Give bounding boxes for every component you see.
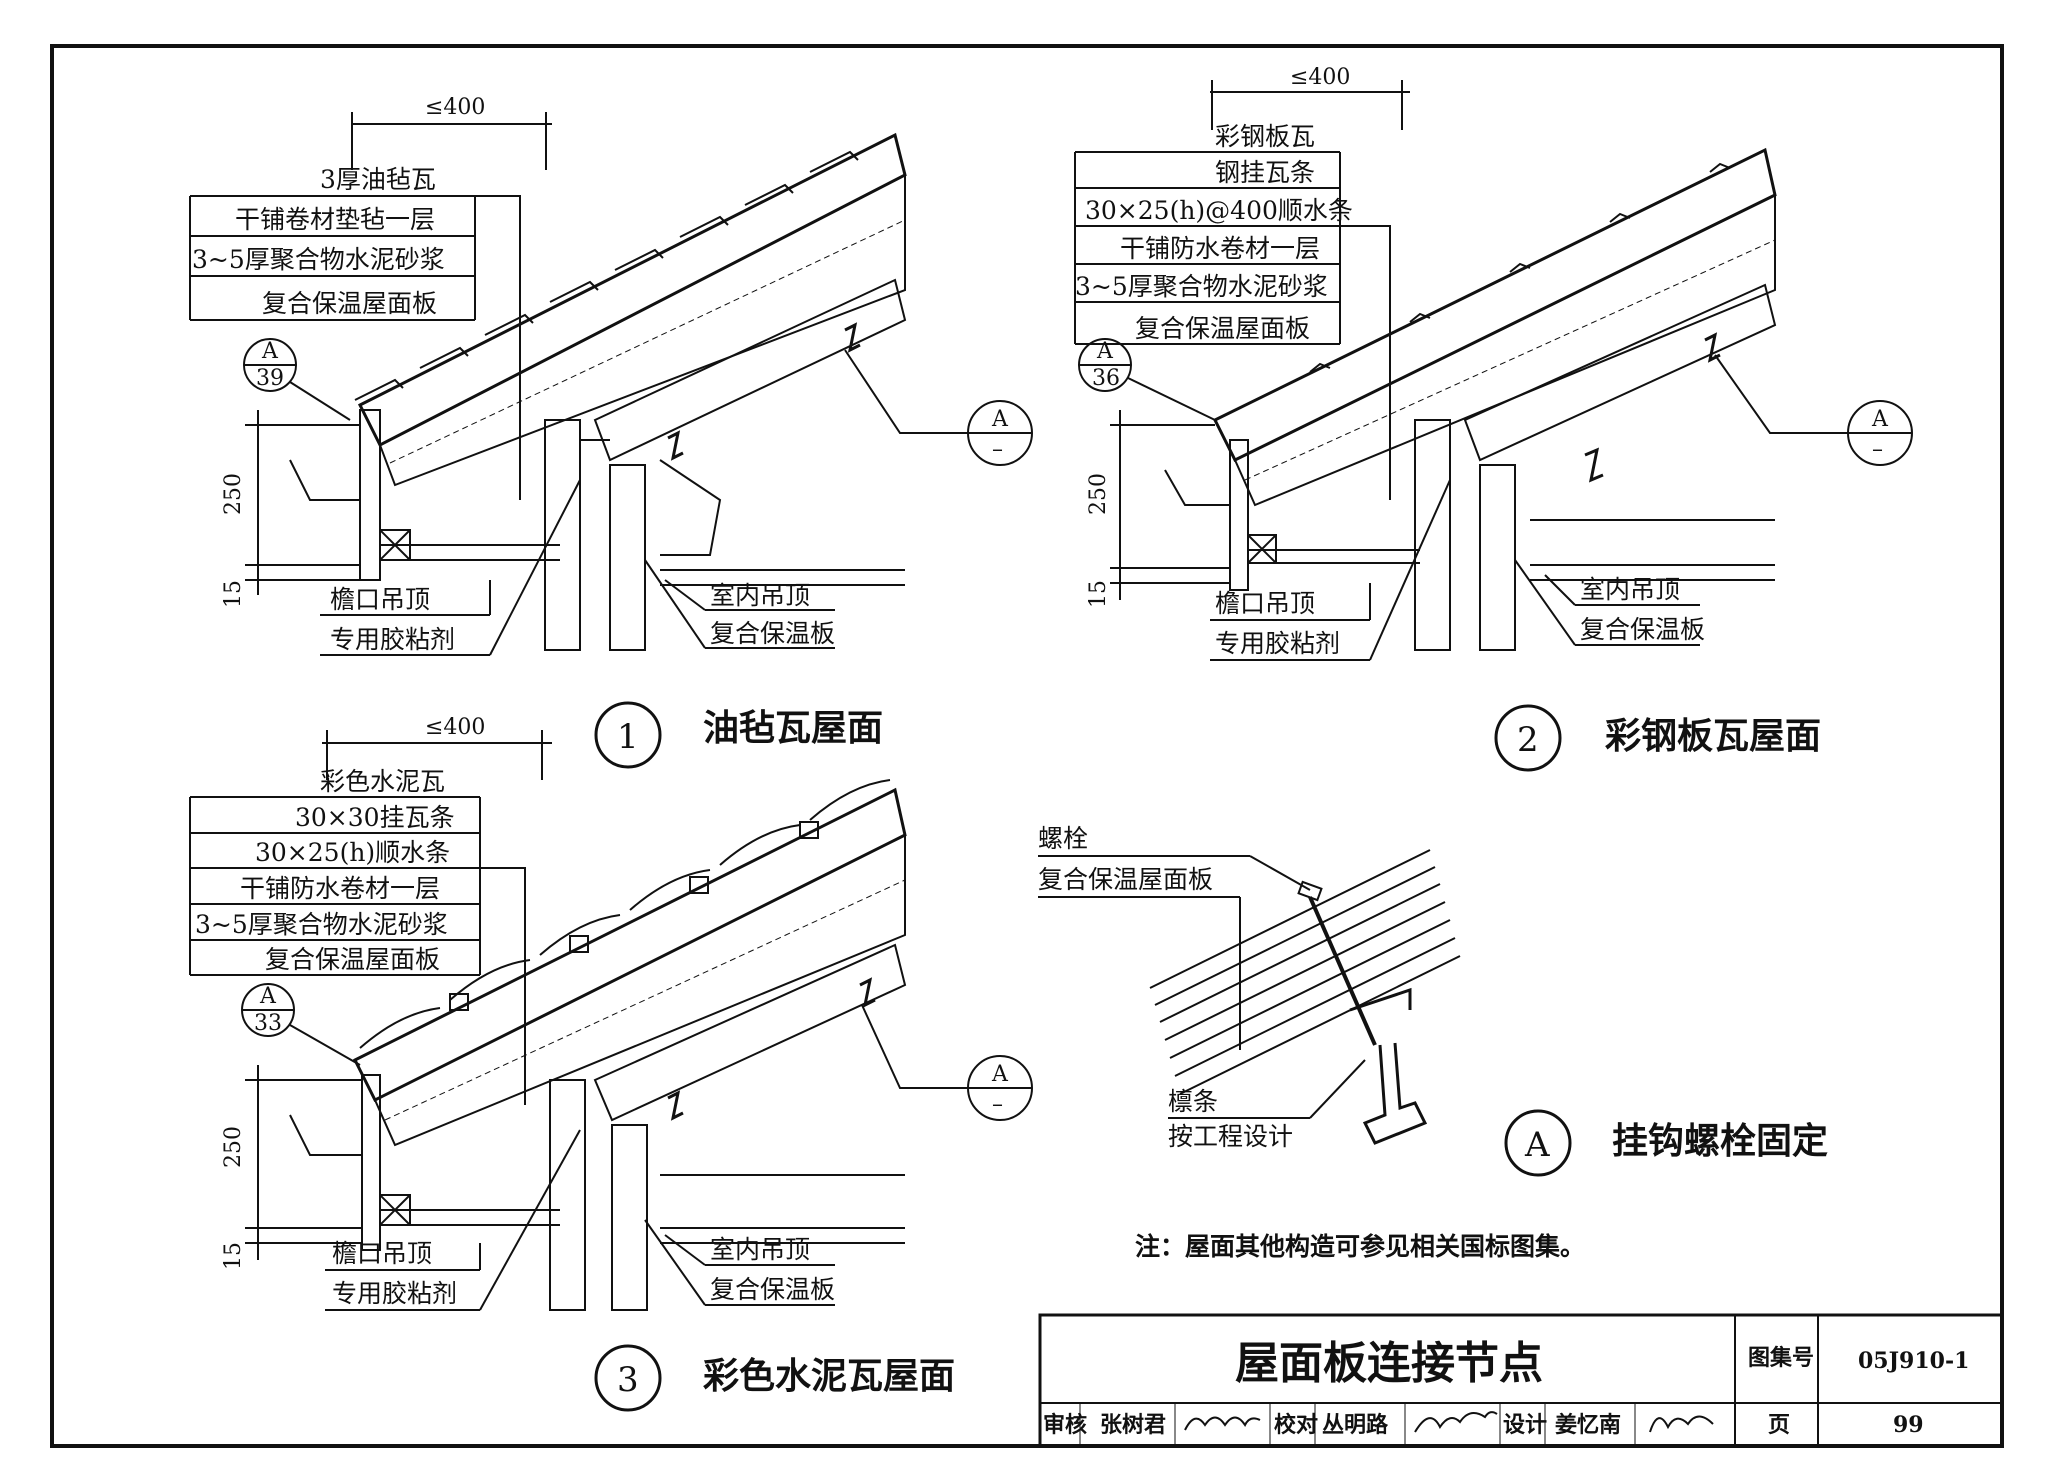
layer-label: 干铺防水卷材一层: [240, 874, 440, 903]
detail-caption: 挂钩螺栓固定: [1612, 1121, 1828, 1162]
detail-number: 3: [617, 1360, 639, 1400]
page-label: 页: [1768, 1412, 1790, 1438]
ref-page: 33: [254, 1011, 282, 1036]
detail-1: ≤400 3厚油毡瓦 干铺卷材垫毡一层 3~5厚聚合物水泥砂浆 复合保温屋面板: [189, 95, 1033, 769]
layer-label: 干铺卷材垫毡一层: [235, 205, 435, 234]
reviewer-signature: [1184, 1416, 1261, 1431]
sheet-border: [50, 44, 2004, 1448]
ref-page: –: [992, 437, 1003, 462]
ref-letter: A: [259, 984, 277, 1009]
adhesive-label: 专用胶粘剂: [330, 625, 455, 654]
detail-a: 螺栓 复合保温屋面板 檩条 按工程设计 A 挂钩螺栓固定: [1038, 824, 1828, 1177]
detail-letter: A: [1524, 1125, 1550, 1165]
eave-ceiling-label: 檐口吊顶: [1215, 589, 1315, 618]
ref-letter: A: [261, 339, 279, 364]
detail-2: ≤400 彩钢板瓦 钢挂瓦条 30×25(h)@400顺水条 干铺防水卷材一层 …: [1074, 65, 1913, 772]
eave-ceiling-label: 檐口吊顶: [330, 585, 430, 614]
layer-label: 复合保温屋面板: [1135, 314, 1310, 343]
layer-label: 钢挂瓦条: [1215, 158, 1315, 187]
adhesive-label: 专用胶粘剂: [332, 1279, 457, 1308]
ref-page: –: [992, 1092, 1003, 1117]
title-block: 屋面板连接节点 图集号 05J910-1 审核 张树君 校对 丛明路 设计 姜忆…: [1038, 1313, 2004, 1448]
detail-caption: 油毡瓦屋面: [703, 708, 883, 749]
atlas-number: 05J910-1: [1858, 1348, 1969, 1374]
dim-15: 15: [221, 1242, 246, 1270]
bolt-label: 螺栓: [1038, 824, 1088, 853]
detail-3: ≤400 彩色水泥瓦 30×30挂瓦条 30×25(h)顺水条 干铺防水卷材一层…: [189, 715, 1033, 1412]
ref-page: 36: [1092, 366, 1120, 391]
dim-400: ≤400: [425, 95, 485, 120]
checker-name: 丛明路: [1322, 1412, 1389, 1438]
note-text: 注：屋面其他构造可参见相关国标图集。: [1135, 1232, 1585, 1261]
dim-250: 250: [221, 1126, 246, 1168]
indoor-ceiling-label: 室内吊顶: [710, 581, 810, 610]
ref-page: 39: [256, 366, 284, 391]
eave-ceiling-label: 檐口吊顶: [332, 1239, 432, 1268]
insulation-board-label: 复合保温板: [710, 1275, 835, 1304]
design-label: 设计: [1503, 1412, 1547, 1438]
dim-250: 250: [1086, 473, 1111, 515]
designer-signature: [1649, 1415, 1714, 1433]
layer-label: 30×30挂瓦条: [295, 803, 455, 832]
dim-250: 250: [221, 473, 246, 515]
ref-letter: A: [991, 1062, 1009, 1087]
indoor-ceiling-label: 室内吊顶: [710, 1235, 810, 1264]
dim-15: 15: [1086, 580, 1111, 608]
reviewer-name: 张树君: [1100, 1412, 1166, 1438]
drawing-title: 屋面板连接节点: [1235, 1338, 1543, 1389]
checker-signature: [1414, 1411, 1498, 1433]
layer-label: 30×25(h)@400顺水条: [1085, 196, 1353, 225]
layer-label: 复合保温屋面板: [265, 945, 440, 974]
layer-label: 3厚油毡瓦: [320, 165, 436, 194]
layer-label: 3~5厚聚合物水泥砂浆: [195, 910, 448, 939]
page-number: 99: [1893, 1412, 1924, 1438]
purlin-label: 檩条: [1168, 1087, 1218, 1116]
layer-label: 干铺防水卷材一层: [1120, 234, 1320, 263]
layer-label: 复合保温屋面板: [262, 289, 437, 318]
insulation-board-label: 复合保温板: [1580, 615, 1705, 644]
insulation-board-label: 复合保温板: [710, 619, 835, 648]
detail-number: 2: [1517, 720, 1539, 760]
check-label: 校对: [1274, 1412, 1318, 1438]
dim-400: ≤400: [1290, 65, 1350, 90]
indoor-ceiling-label: 室内吊顶: [1580, 575, 1680, 604]
designer-name: 姜忆南: [1555, 1412, 1621, 1438]
dim-15: 15: [221, 580, 246, 608]
detail-number: 1: [617, 717, 639, 757]
ref-letter: A: [1871, 407, 1889, 432]
layer-label: 彩色水泥瓦: [320, 767, 445, 796]
layer-label: 3~5厚聚合物水泥砂浆: [1075, 272, 1328, 301]
adhesive-label: 专用胶粘剂: [1215, 629, 1340, 658]
layer-label: 30×25(h)顺水条: [255, 838, 450, 867]
atlas-label: 图集号: [1748, 1345, 1814, 1371]
ref-letter: A: [1096, 339, 1114, 364]
ref-page: –: [1872, 437, 1883, 462]
review-label: 审核: [1043, 1412, 1087, 1438]
layer-label: 3~5厚聚合物水泥砂浆: [192, 245, 445, 274]
layer-label: 彩钢板瓦: [1215, 122, 1315, 151]
per-design-label: 按工程设计: [1168, 1122, 1293, 1151]
ref-letter: A: [991, 407, 1009, 432]
panel-label: 复合保温屋面板: [1038, 865, 1213, 894]
detail-caption: 彩钢板瓦屋面: [1605, 716, 1821, 757]
detail-caption: 彩色水泥瓦屋面: [703, 1356, 955, 1397]
dim-400: ≤400: [425, 715, 485, 740]
